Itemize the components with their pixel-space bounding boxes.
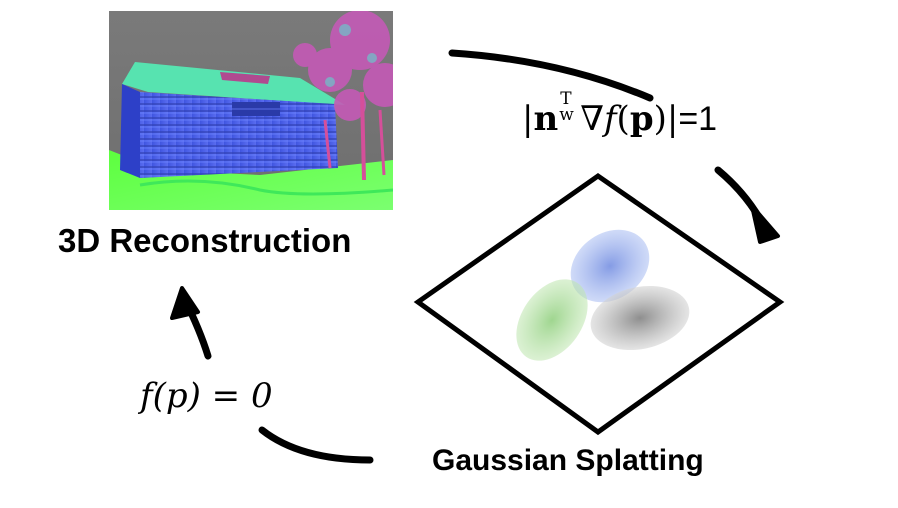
eq-subscript: w (559, 105, 574, 125)
reconstruction-label: 3D Reconstruction (58, 222, 351, 260)
sdf-zero-equation: f(p) = 0 (140, 376, 273, 416)
eq-close-paren: ) (654, 99, 667, 139)
gaussian-plane-diamond (418, 176, 780, 432)
arrowhead-right (752, 206, 778, 242)
eq-bar-right: | (667, 99, 678, 139)
arrowhead-left (172, 288, 198, 318)
eq-open-paren: ( (617, 99, 630, 139)
arrow-bottom-arc (262, 430, 370, 460)
normal-map-image (109, 10, 407, 210)
gaussian-splatting-label: Gaussian Splatting (432, 444, 704, 478)
eq-normal-n: n (533, 99, 558, 139)
eq-f: f (604, 99, 617, 139)
eq-bar-left: | (522, 99, 533, 139)
eq-nabla: ∇ (580, 99, 604, 139)
arrow-top-arc (452, 53, 650, 98)
eq-p: p (630, 99, 654, 139)
eq-rhs: =1 (678, 100, 717, 138)
